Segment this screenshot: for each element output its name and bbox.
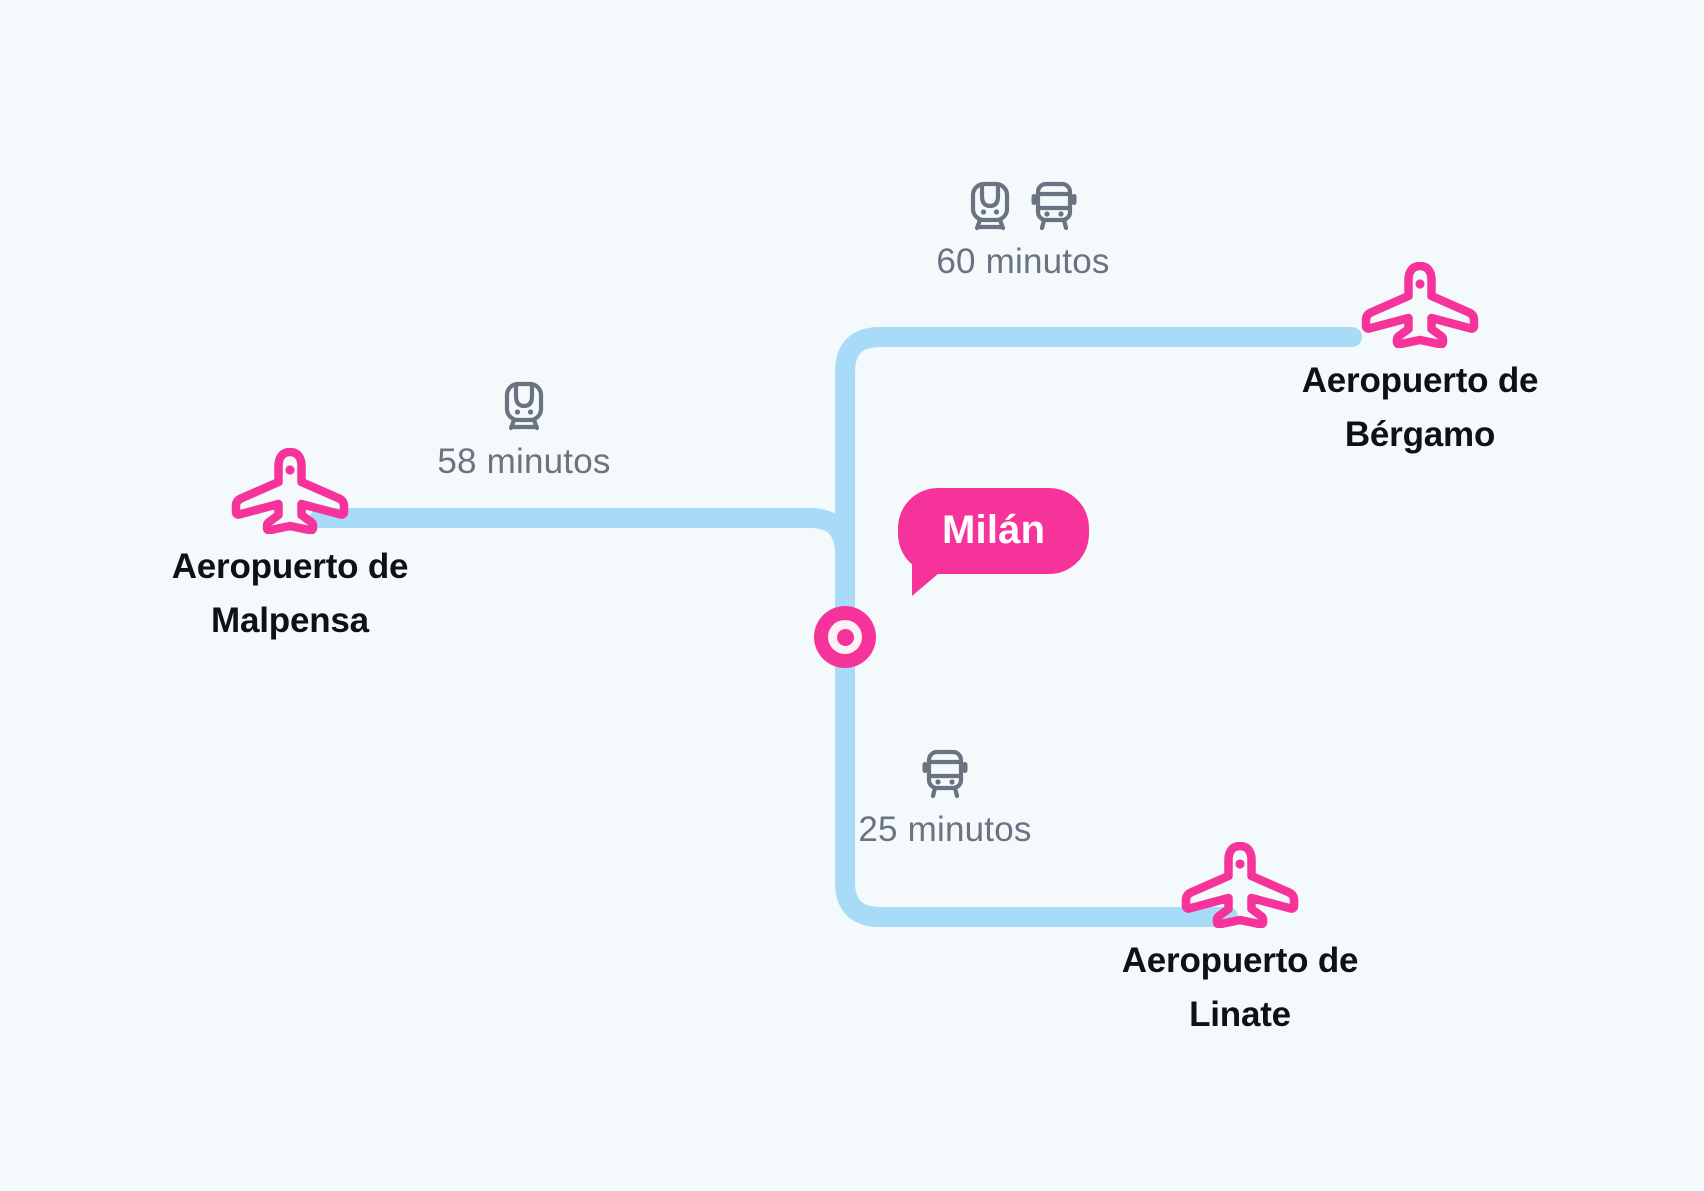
airport-label-bergamo: Aeropuerto de Bérgamo [1301, 361, 1539, 455]
milan-marker[interactable] [814, 606, 876, 668]
leg-bergamo-duration: 60 minutos [936, 242, 1110, 281]
leg-malpensa: 58 minutos [409, 380, 639, 479]
milan-bubble[interactable]: Milán [898, 488, 1090, 596]
marker-core [836, 628, 854, 646]
airport-label-malpensa: Aeropuerto de Malpensa [171, 547, 409, 641]
airport-label-linate: Aeropuerto de Linate [1121, 941, 1359, 1035]
airport-node-linate[interactable]: Aeropuerto de Linate [1060, 842, 1420, 1043]
bus-icon [922, 749, 968, 799]
marker-ring [828, 620, 862, 654]
airplane-icon [1181, 842, 1299, 928]
leg-linate-duration: 25 minutos [858, 810, 1032, 849]
airport-node-malpensa[interactable]: Aeropuerto de Malpensa [110, 448, 470, 649]
bus-icon [1031, 181, 1077, 231]
leg-bergamo: 60 minutos [908, 180, 1138, 279]
leg-linate: 25 minutos [830, 748, 1060, 847]
leg-bergamo-icons [966, 180, 1080, 232]
airplane-icon [1361, 262, 1479, 348]
leg-malpensa-icons [500, 380, 548, 432]
leg-malpensa-duration: 58 minutos [437, 442, 611, 481]
airplane-icon [231, 448, 349, 534]
train-icon [970, 181, 1010, 231]
airport-node-bergamo[interactable]: Aeropuerto de Bérgamo [1240, 262, 1600, 463]
leg-linate-icons [919, 748, 971, 800]
bubble-tail [912, 562, 952, 596]
milan-bubble-label: Milán [942, 508, 1046, 552]
train-icon [504, 381, 544, 431]
